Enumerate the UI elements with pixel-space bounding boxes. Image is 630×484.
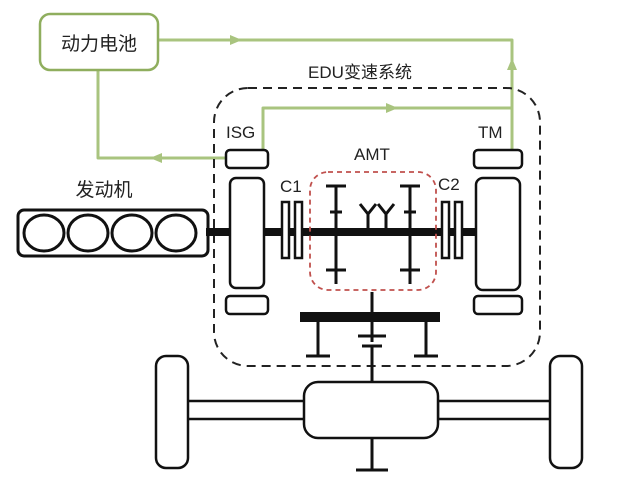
tm-bottom-terminal [472,294,524,316]
differential-housing [302,380,440,440]
engine-block [16,208,210,258]
rear-axle [154,354,584,470]
battery-box: 动力电池 [38,12,160,72]
battery-label: 动力电池 [61,33,137,55]
wheel-left [154,354,190,470]
axle-left [184,399,308,421]
engine-cylinder [22,213,66,253]
tm-motor [472,148,524,316]
axle-right [436,399,558,421]
isg-motor [224,148,270,316]
clutch-c1 [280,200,304,260]
tm-rotor [474,176,522,292]
engine-cylinder [66,213,110,253]
engine-cylinder [110,213,154,253]
synchronizer-left [358,203,378,228]
amt-label: AMT [354,145,390,164]
isg-top-terminal [224,148,270,170]
flow-battery-to-tm [158,38,514,150]
engine-cylinder [154,213,198,253]
tm-label: TM [478,123,503,142]
engine-label: 发动机 [75,179,132,201]
tm-top-terminal [472,148,524,170]
clutch-c1-label: C1 [280,177,302,196]
power-flow-lines [96,35,517,163]
amt-gearset [326,184,420,284]
flow-isg-to-tm-inner [261,106,512,150]
isg-label: ISG [226,123,255,142]
isg-rotor [228,176,266,290]
isg-bottom-terminal [224,294,270,316]
flow-isg-to-battery [96,70,226,160]
amt-frame [309,171,437,291]
clutch-c2 [440,200,464,260]
clutch-c2-label: C2 [438,175,460,194]
edu-system-title: EDU变速系统 [308,63,412,82]
main-input-shaft [206,228,496,236]
edu-system-frame [213,87,541,367]
wheel-right [548,354,584,470]
synchronizer-right [376,203,396,228]
